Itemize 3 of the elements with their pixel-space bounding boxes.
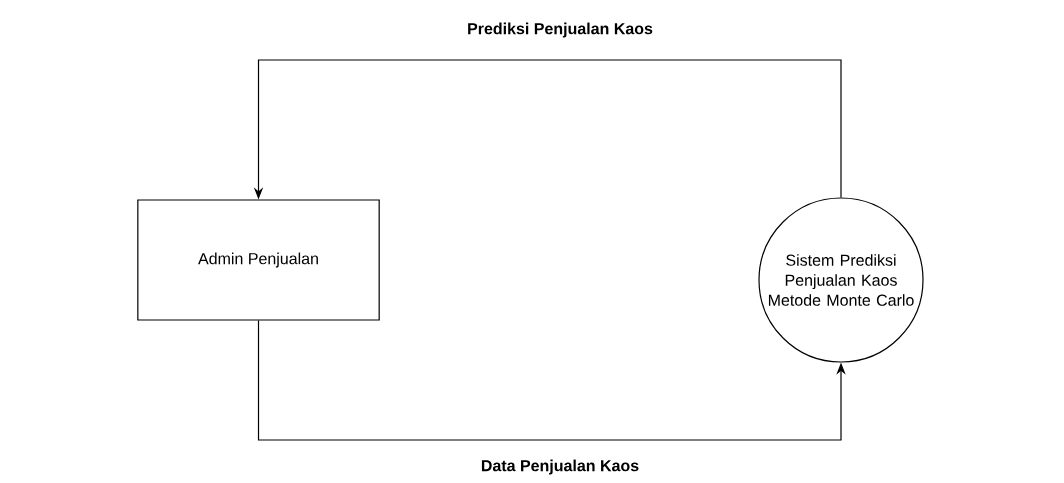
entity-box: Admin Penjualan <box>137 199 380 321</box>
edge-label: Prediksi Penjualan Kaos <box>468 22 653 38</box>
edge-label: Data Penjualan Kaos <box>481 459 639 475</box>
